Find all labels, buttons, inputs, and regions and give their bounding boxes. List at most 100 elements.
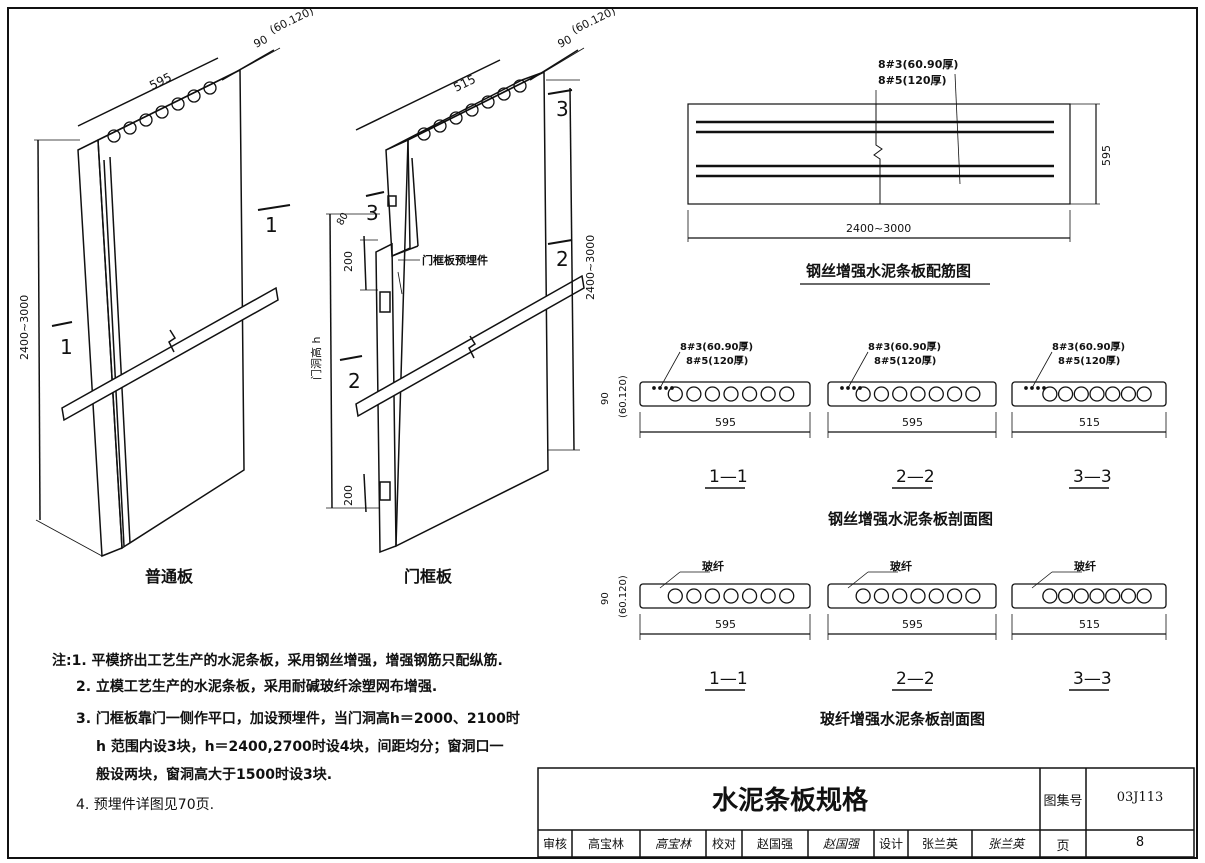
- plain-panel-drawing: [34, 47, 291, 558]
- hollow-core-hole: [855, 588, 871, 604]
- door-panel-drawing: [326, 47, 585, 554]
- glass-sections-title: 玻纤增强水泥条板剖面图: [820, 710, 985, 728]
- door-dim-200-bot: 200: [342, 485, 355, 506]
- hollow-core-hole: [1042, 386, 1058, 402]
- atlas-number: 03J113: [1116, 790, 1164, 805]
- rebar-height-dim: 595: [1100, 145, 1113, 166]
- note-4: 4. 预埋件详图见70页.: [76, 797, 215, 813]
- rebar-callout-b: 8#5(120厚): [686, 355, 748, 367]
- hollow-core-hole: [873, 588, 890, 604]
- hollow-core-hole: [892, 588, 908, 604]
- hollow-core-hole: [965, 588, 981, 604]
- hollow-core-hole: [910, 386, 926, 402]
- hollow-core-hole: [1120, 386, 1137, 402]
- leader-line: [847, 351, 869, 389]
- sheet-title: 水泥条板规格: [711, 786, 868, 816]
- door-embed-label: 门框板预埋件: [422, 253, 488, 267]
- section-width-label: 595: [902, 618, 923, 631]
- note-1: 注:1. 平模挤出工艺生产的水泥条板，采用钢丝增强，增强钢筋只配纵筋.: [52, 653, 503, 669]
- design-label: 设计: [878, 837, 903, 851]
- note-3-cont: h 范围内设3块，h＝2400,2700时设4块，间距均分；窗洞口一: [96, 739, 504, 755]
- hollow-core-hole: [855, 386, 871, 402]
- hollow-core-hole: [667, 588, 683, 604]
- hollow-core-hole: [946, 588, 963, 604]
- hollow-core-hole: [910, 588, 926, 604]
- section-tag: 1—1: [709, 669, 748, 689]
- check-label: 校对: [711, 837, 736, 851]
- hollow-core-hole: [704, 386, 721, 402]
- hollow-core-hole: [1136, 588, 1152, 604]
- door-height-dim: 2400~3000: [584, 235, 597, 300]
- hollow-core-hole: [1042, 588, 1058, 604]
- rebar-dot: [1042, 386, 1046, 390]
- rebar-plan-drawing: [687, 73, 1100, 285]
- glass-fiber-callout: 玻纤: [702, 559, 724, 573]
- section-width-label: 515: [1079, 416, 1100, 429]
- section-tag: 3—3: [1073, 669, 1112, 689]
- hollow-core-hole: [965, 386, 981, 402]
- rebar-dot: [670, 386, 674, 390]
- hollow-core-hole: [1136, 386, 1152, 402]
- rebar-length-dim: 2400~3000: [846, 222, 911, 235]
- rebar-callout-a: 8#3(60.90厚): [680, 341, 753, 353]
- plain-thickness-alt: (60.120): [268, 4, 316, 36]
- rebar-dot: [840, 386, 844, 390]
- note-3-cont2: 般设两块，窗洞高大于1500时设3块.: [96, 767, 333, 783]
- wire-section-1: 595 1—1 8#3(60.90厚) 8#5(120厚): [639, 341, 811, 489]
- hollow-core-hole: [779, 386, 795, 402]
- checker-signature: 赵国强: [822, 837, 859, 851]
- plain-section-mark-left: 1: [60, 335, 73, 359]
- section-outline: [827, 381, 997, 407]
- rebar-plan-title: 钢丝增强水泥条板配筋图: [806, 262, 971, 280]
- section-tag: 1—1: [709, 467, 748, 487]
- hollow-core-hole: [892, 386, 908, 402]
- designer-signature: 张兰英: [987, 837, 1024, 851]
- door-thickness-dim: 90: [556, 33, 574, 51]
- section-width-label: 595: [715, 416, 736, 429]
- hollow-core-hole: [723, 588, 739, 604]
- door-panel-caption: 门框板: [404, 567, 453, 586]
- hollow-core-hole: [760, 588, 776, 604]
- hollow-core-hole: [946, 386, 963, 402]
- hollow-core-hole: [1057, 588, 1074, 604]
- designer-name: 张兰英: [921, 837, 958, 851]
- door-width-dim: 515: [451, 72, 478, 95]
- checker-name: 赵国强: [756, 837, 793, 851]
- hollow-core-hole: [686, 588, 702, 604]
- plain-width-dim: 595: [147, 70, 174, 93]
- page-number: 8: [1135, 835, 1145, 850]
- hollow-core-hole: [723, 386, 739, 402]
- hollow-core-hole: [1073, 386, 1089, 402]
- rebar-callout-b: 8#5(120厚): [874, 355, 936, 367]
- hollow-core-hole: [1105, 386, 1121, 402]
- rebar-dot: [664, 386, 668, 390]
- title-block: [537, 767, 1195, 858]
- rebar-dot: [1036, 386, 1040, 390]
- section-outline: [639, 583, 811, 609]
- rebar-dot: [652, 386, 656, 390]
- glass-fiber-callout: 玻纤: [890, 559, 912, 573]
- glass-thickness-dim: 90: [600, 592, 611, 605]
- hollow-core-hole: [928, 386, 944, 402]
- leader-line: [1031, 571, 1053, 589]
- door-opening-height-label: 门洞高 h: [309, 337, 323, 380]
- section-width-label: 595: [902, 416, 923, 429]
- door-thickness-alt: (60.120): [570, 4, 618, 36]
- section-outline: [1011, 583, 1167, 609]
- leader-line: [847, 571, 869, 589]
- rebar-label-a: 8#3(60.90厚): [878, 58, 958, 71]
- rebar-callout-b: 8#5(120厚): [1058, 355, 1120, 367]
- note-3: 3. 门框板靠门一侧作平口，加设预埋件，当门洞高h＝2000、2100时: [76, 711, 520, 727]
- sheet-border: [7, 7, 1198, 859]
- wire-section-drawings: 5951—18#3(60.90厚)8#5(120厚)5952—28#3(60.9…: [639, 341, 1167, 489]
- hollow-core-hole: [760, 386, 776, 402]
- rebar-label-b: 8#5(120厚): [878, 74, 947, 87]
- hollow-core-hole: [1073, 588, 1089, 604]
- hollow-core-hole: [741, 386, 758, 402]
- section-outline: [827, 583, 997, 609]
